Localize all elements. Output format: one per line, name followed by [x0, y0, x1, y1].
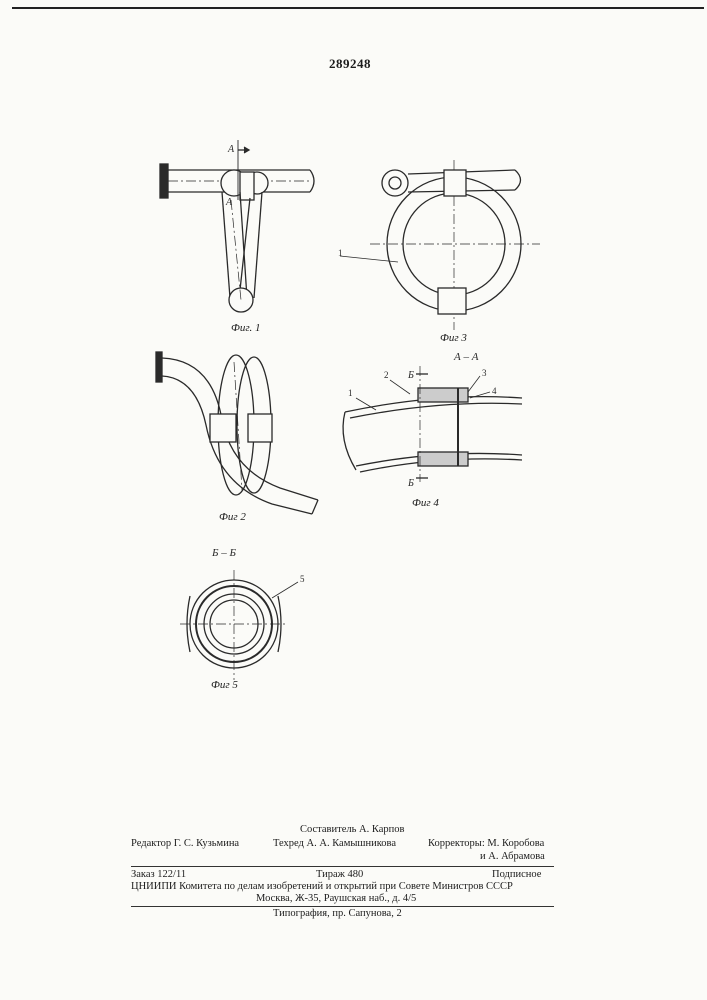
- fig2-caption: Фиг 2: [219, 511, 246, 523]
- circulation: Тираж 480: [316, 869, 363, 880]
- figure-5-drawing: [180, 570, 298, 680]
- figure-2-drawing: [156, 352, 318, 514]
- techred: Техред А. А. Камышникова: [273, 838, 396, 849]
- order: Заказ 122/11: [131, 869, 186, 880]
- editor: Редактор Г. С. Кузьмина: [131, 838, 239, 849]
- fig3-caption: Фиг 3: [440, 332, 467, 344]
- fig4-num-2: 2: [384, 370, 389, 380]
- footer-divider-2: [131, 906, 554, 907]
- figure-3-drawing: [340, 160, 540, 330]
- fig4-caption: Фиг 4: [412, 497, 439, 509]
- figure-1-drawing: [160, 140, 314, 312]
- subscription: Подписное: [492, 869, 541, 880]
- fig4-label-b-top: Б: [407, 370, 414, 381]
- fig1-caption: Фиг. 1: [231, 322, 261, 334]
- fig1-label-a: А: [227, 144, 235, 155]
- fig5-num-5: 5: [300, 574, 305, 584]
- correctors-2: и А. Абрамова: [480, 851, 545, 862]
- printing: Типография, пр. Сапунова, 2: [273, 908, 402, 919]
- compiler: Составитель А. Карпов: [300, 824, 404, 835]
- address: Москва, Ж-35, Раушская наб., д. 4/5: [256, 893, 416, 904]
- figure-4-drawing: [343, 366, 522, 482]
- fig4-label-b-bottom: Б: [407, 478, 414, 489]
- fig4-num-1: 1: [348, 388, 353, 398]
- fig4-num-3: 3: [482, 368, 487, 378]
- correctors: Корректоры: М. Коробова: [428, 838, 544, 849]
- fig1-label-a2: А: [225, 197, 233, 208]
- fig4-num-4: 4: [492, 386, 497, 396]
- section-aa-label: А – А: [453, 351, 479, 363]
- fig3-num-1: 1: [338, 248, 343, 258]
- fig5-caption: Фиг 5: [211, 679, 238, 691]
- org-line: ЦНИИПИ Комитета по делам изобретений и о…: [131, 881, 513, 892]
- section-bb-label: Б – Б: [211, 547, 236, 559]
- footer-divider-1: [131, 866, 554, 867]
